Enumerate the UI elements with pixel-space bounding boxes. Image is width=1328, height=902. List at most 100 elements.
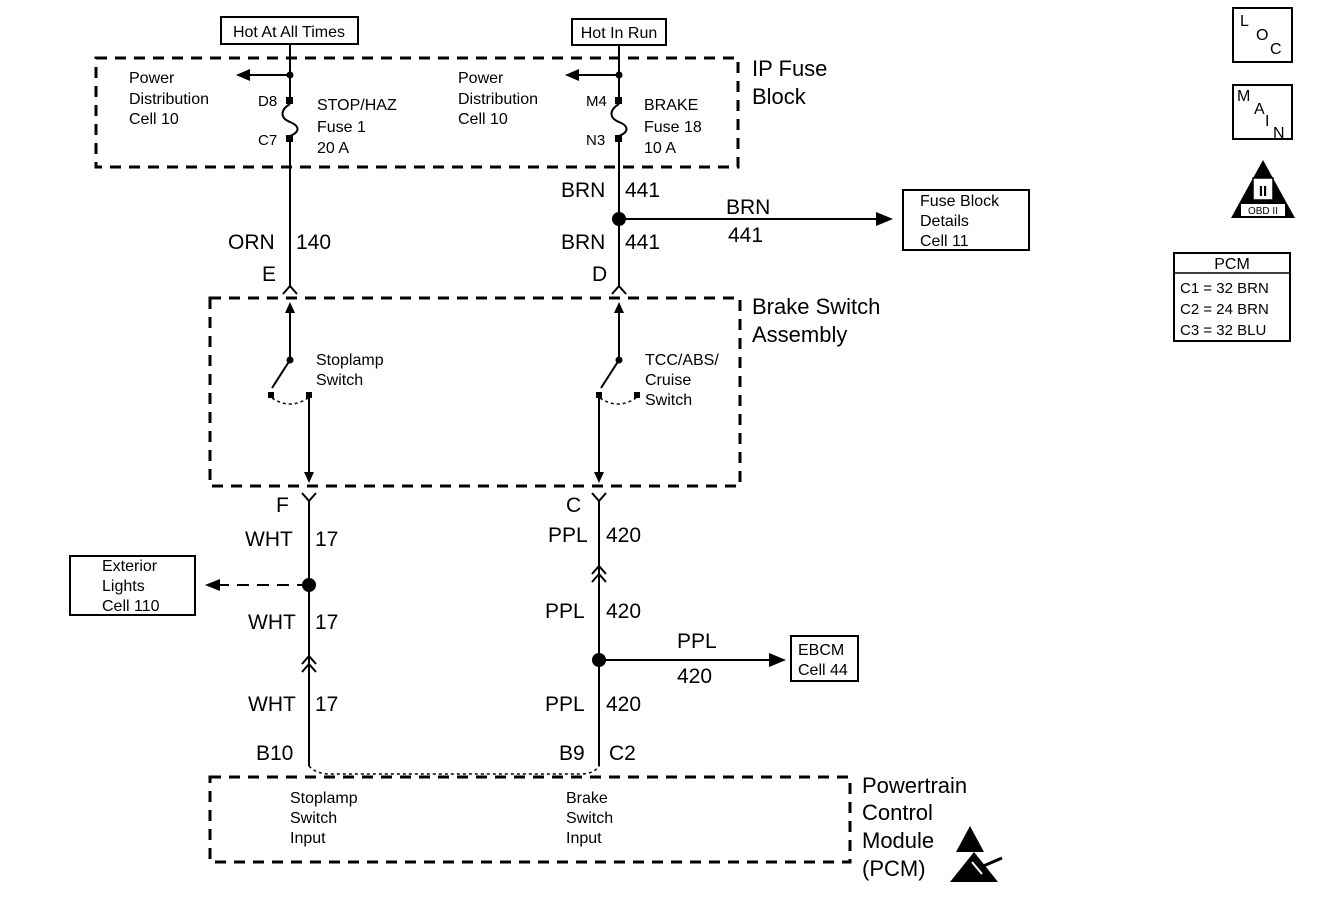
brake-input-2: Switch <box>566 810 613 827</box>
svg-text:Details: Details <box>920 213 969 230</box>
arrow-up-icon <box>285 302 295 313</box>
wire-ppl-color-1: PPL <box>548 524 588 547</box>
svg-text:Hot At All Times: Hot At All Times <box>233 24 345 41</box>
wire-wht-circuit-1: 17 <box>315 528 338 551</box>
pcm-table-row: C3 = 32 BLU <box>1180 322 1266 339</box>
main-icon[interactable]: M A I N <box>1232 84 1293 142</box>
stoplamp-input-2: Switch <box>290 810 337 827</box>
pcm-title-1: Powertrain <box>862 773 967 798</box>
brake-input-3: Input <box>566 830 602 847</box>
arrow-up-icon <box>614 302 624 313</box>
brake-fuse-2: Fuse 18 <box>644 119 702 136</box>
wire-wht-circuit-2: 17 <box>315 611 338 634</box>
arrow-down-icon <box>304 472 314 483</box>
pcm-connector-table: PCM C1 = 32 BRN C2 = 24 BRN C3 = 32 BLU <box>1173 252 1291 342</box>
stop-haz-fuse-3: 20 A <box>317 140 349 157</box>
svg-text:I: I <box>1265 113 1269 130</box>
wire-brn-circuit-2: 441 <box>625 231 660 254</box>
connector-d-icon <box>611 284 627 295</box>
arrow-left-icon <box>205 579 220 591</box>
wire-brn-color-1: BRN <box>561 179 605 202</box>
svg-text:Cell 110: Cell 110 <box>102 598 160 615</box>
connector-e: E <box>262 263 276 286</box>
pcm-title-3: Module <box>862 828 934 853</box>
obd-ii-icon: II OBD II <box>1231 160 1295 218</box>
wire-brn-circuit-3: 441 <box>728 224 763 247</box>
right-power-dist-2: Distribution <box>458 91 538 108</box>
arrow-left-icon <box>236 69 250 81</box>
arrow-left-icon <box>565 69 579 81</box>
svg-text:A: A <box>1254 101 1265 118</box>
warning-triangle-icon <box>956 826 984 852</box>
wire-orn-color: ORN <box>228 231 275 254</box>
brake-fuse-1: BRAKE <box>644 97 698 114</box>
stoplamp-switch-label-2: Switch <box>316 372 363 389</box>
wire-wht-circuit-3: 17 <box>315 693 338 716</box>
svg-text:Lights: Lights <box>102 578 145 595</box>
svg-text:Cell 11: Cell 11 <box>920 233 969 250</box>
ip-fuse-block-title: IP Fuse <box>752 56 827 81</box>
wire-ppl-color-2: PPL <box>545 600 585 623</box>
pcm-title-2: Control <box>862 800 933 825</box>
tcc-switch-label-3: Switch <box>645 392 692 409</box>
pcm-title-4: (PCM) <box>862 856 926 881</box>
loc-icon[interactable]: L O C <box>1232 7 1293 63</box>
svg-text:L: L <box>1240 13 1249 30</box>
wire-ppl-circuit-4: 420 <box>606 693 641 716</box>
wire-wht-color-2: WHT <box>248 611 296 634</box>
esd-sensitive-icon <box>950 852 1003 882</box>
wire-brn-color-2: BRN <box>561 231 605 254</box>
ip-fuse-block-title-2: Block <box>752 84 807 109</box>
wire-brn-circuit-1: 441 <box>625 179 660 202</box>
svg-text:OBD II: OBD II <box>1248 206 1278 217</box>
fuse-block-details-ref[interactable]: Fuse Block Details Cell 11 <box>902 189 1030 251</box>
hot-in-run-label: Hot In Run <box>571 18 667 46</box>
right-power-dist-3: Cell 10 <box>458 111 508 128</box>
stoplamp-input-1: Stoplamp <box>290 790 358 807</box>
svg-text:Fuse Block: Fuse Block <box>920 193 1000 210</box>
right-power-dist-1: Power <box>458 70 504 87</box>
svg-text:O: O <box>1256 27 1268 44</box>
exterior-lights-ref[interactable]: Exterior Lights Cell 110 <box>69 555 196 616</box>
tcc-switch-label-2: Cruise <box>645 372 691 389</box>
stop-haz-fuse-2: Fuse 1 <box>317 119 366 136</box>
connector-d: D <box>592 263 607 286</box>
ip-fuse-block-outline <box>94 56 740 169</box>
connector-c2: C2 <box>609 742 636 765</box>
svg-text:M: M <box>1237 88 1250 105</box>
connector-c-icon <box>591 492 607 503</box>
stoplamp-input-3: Input <box>290 830 326 847</box>
left-power-dist-2: Distribution <box>129 91 209 108</box>
wire-ppl-circuit-1: 420 <box>606 524 641 547</box>
connector-e-icon <box>282 284 298 295</box>
connector-c: C <box>566 494 581 517</box>
tcc-switch-label-1: TCC/ABS/ <box>645 352 719 369</box>
hot-at-all-times-label: Hot At All Times <box>220 16 359 45</box>
pin-d8: D8 <box>258 93 277 110</box>
svg-text:Hot In Run: Hot In Run <box>581 25 657 42</box>
wire-brn-color-3: BRN <box>726 196 770 219</box>
pin-c7: C7 <box>258 132 277 149</box>
tcc-switch-icon <box>600 359 620 389</box>
connector-f: F <box>276 494 289 517</box>
brake-switch-assembly-title-2: Assembly <box>752 322 847 347</box>
ebcm-ref[interactable]: EBCM Cell 44 <box>790 635 859 682</box>
wire-ppl-circuit-3: 420 <box>677 665 712 688</box>
left-power-dist-3: Cell 10 <box>129 111 179 128</box>
pcm-outline <box>208 775 852 864</box>
wire-ppl-color-4: PPL <box>545 693 585 716</box>
arrow-down-icon <box>594 472 604 483</box>
stop-haz-fuse-1: STOP/HAZ <box>317 97 397 114</box>
fuse-brake-icon <box>610 103 628 137</box>
brake-input-1: Brake <box>566 790 608 807</box>
svg-text:C: C <box>1270 41 1282 58</box>
svg-text:Cell 44: Cell 44 <box>798 662 848 679</box>
left-power-dist-1: Power <box>129 70 175 87</box>
svg-text:EBCM: EBCM <box>798 642 844 659</box>
inline-connector-ppl-icon <box>591 564 607 583</box>
pcm-table-row: C1 = 32 BRN <box>1180 280 1269 297</box>
svg-text:N: N <box>1273 125 1285 142</box>
wire-ppl-circuit-2: 420 <box>606 600 641 623</box>
stoplamp-switch-label-1: Stoplamp <box>316 352 384 369</box>
